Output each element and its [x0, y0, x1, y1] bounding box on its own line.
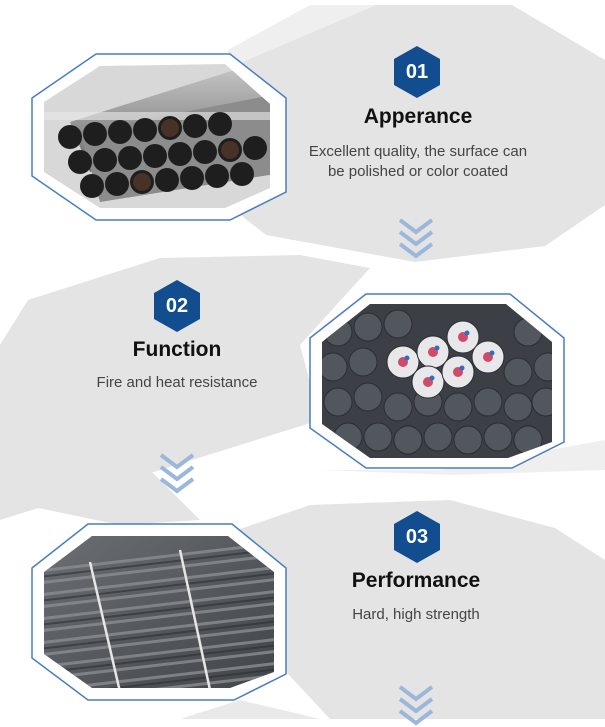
- feature-2-number: 02: [165, 295, 189, 317]
- chevron-down-icon: [398, 218, 434, 259]
- chevron-down-icon: [159, 453, 195, 494]
- feature-2-description: Fire and heat resistance: [96, 374, 258, 391]
- feature-3-badge: [394, 511, 440, 563]
- feature-3-number: 03: [405, 526, 429, 548]
- feature-1-number: 01: [405, 61, 429, 83]
- feature-3-title: Performance: [351, 569, 481, 592]
- feature-2-title: Function: [132, 338, 222, 361]
- feature-3-description: Hard, high strength: [352, 606, 480, 623]
- chevron-down-icon: [398, 685, 434, 726]
- feature-3-photo: [31, 523, 287, 701]
- feature-2-badge: [154, 280, 200, 332]
- feature-1-description: Excellent quality, the surface can be po…: [308, 143, 528, 180]
- feature-1-photo: [31, 53, 287, 221]
- feature-2-photo: [309, 293, 565, 469]
- feature-1-badge: [394, 46, 440, 98]
- feature-1-title: Apperance: [363, 105, 473, 128]
